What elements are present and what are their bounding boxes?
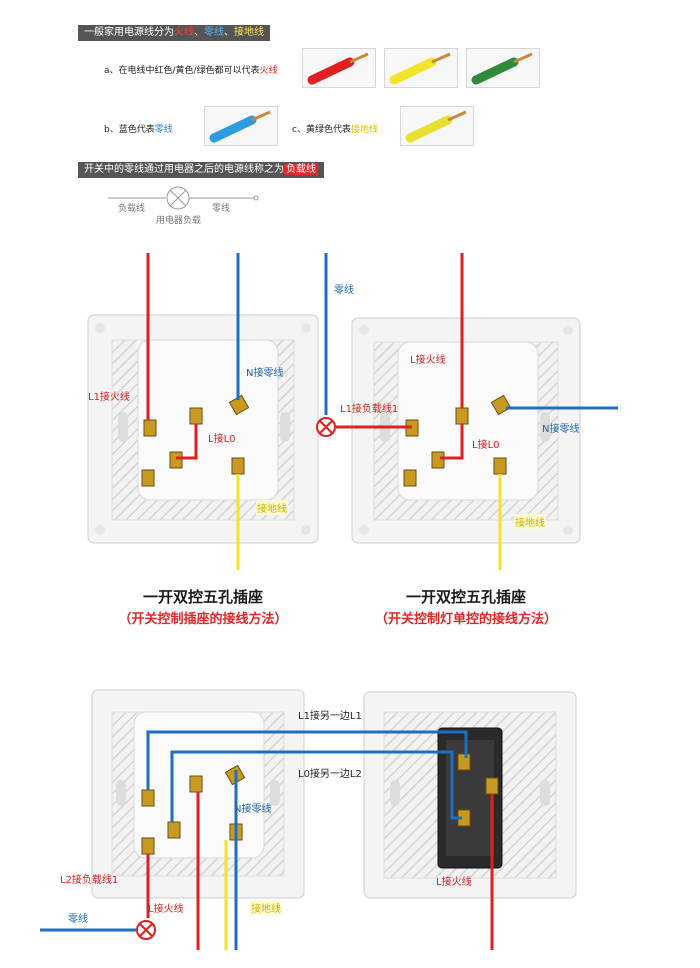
diagram2-wires <box>324 253 618 570</box>
d3-n-neutral-label: N接零线 <box>234 804 272 815</box>
header1-text: 一般家用电源线分为 <box>84 27 174 38</box>
wire-color-header: 一般家用电源线分为火线、零线、接地线 <box>78 25 270 41</box>
d2-subcaption: （开关控制灯单控的接线方法） <box>374 612 557 627</box>
yellow-green-wire-icon <box>405 110 467 143</box>
d1-subcaption: （开关控制插座的接线方法） <box>118 612 288 627</box>
d2-ground-label: 接地线 <box>514 514 546 529</box>
load-diagram-left-label: 负载线 <box>118 204 146 214</box>
red-wire-icon <box>307 52 369 85</box>
d1-n-neutral-label: N接零线 <box>246 368 284 379</box>
header1-sep2: 、 <box>224 27 234 38</box>
d1-l-l0-label: L接L0 <box>208 434 236 445</box>
note-a-text: a、在电线中红色/黄色/绿色都可以代表 <box>104 66 260 76</box>
d3-l0-other-label: L0接另一边L2 <box>298 769 362 780</box>
diagram2-terminals <box>403 394 512 487</box>
note-c-highlight: 接地线 <box>350 125 378 135</box>
yellow-wire-icon <box>389 52 451 85</box>
load-line-header: 开关中的零线通过用电器之后的电源线称之为负载线 <box>78 162 324 178</box>
diagram1-wires <box>146 253 240 570</box>
diagram3-lamp-icon <box>136 920 156 940</box>
d2-l1-load-label: L1接负载线1 <box>340 404 399 415</box>
header2-highlight: 负载线 <box>284 164 318 175</box>
d2-caption: 一开双控五孔插座 <box>405 588 526 606</box>
diagram2-lamp-icon <box>316 417 336 437</box>
header1-sep1: 、 <box>194 27 204 38</box>
note-c-text: c、黄绿色代表 <box>292 125 351 135</box>
note-b-text: b、蓝色代表 <box>104 125 155 135</box>
note-a: a、在电线中红色/黄色/绿色都可以代表火线 <box>104 63 278 76</box>
d2-l-live-label: L接火线 <box>410 355 446 366</box>
load-diagram-right-label: 零线 <box>212 204 231 214</box>
note-b: b、蓝色代表零线 <box>104 122 173 135</box>
header2-text: 开关中的零线通过用电器之后的电源线称之为 <box>84 164 284 175</box>
green-wire-icon <box>471 52 533 85</box>
d3-ground-label: 接地线 <box>250 900 282 915</box>
diagram3-switch-plate <box>363 691 577 899</box>
note-b-highlight: 零线 <box>154 125 173 135</box>
d3-l-live-label: L接火线 <box>148 904 184 915</box>
header1-live: 火线 <box>174 27 194 38</box>
load-diagram-bottom-label: 用电器负载 <box>156 216 202 226</box>
d3-neutral-label: 零线 <box>68 914 88 925</box>
d2-n-neutral-label: N接零线 <box>542 424 580 435</box>
blue-wire-icon <box>209 110 271 143</box>
diagram3-wires <box>40 730 494 950</box>
diagram1-terminals <box>141 394 250 487</box>
d3-l1-other-label: L1接另一边L1 <box>298 711 362 722</box>
d1-caption: 一开双控五孔插座 <box>142 588 263 606</box>
note-a-highlight: 火线 <box>259 66 278 76</box>
d2-l-l0-label: L接L0 <box>472 440 500 451</box>
header1-ground: 接地线 <box>234 27 264 38</box>
d3-l-live-right-label: L接火线 <box>436 877 472 888</box>
note-c: c、黄绿色代表接地线 <box>292 122 378 135</box>
d2-neutral-label: 零线 <box>334 285 354 296</box>
d3-l2-load-label: L2接负载线1 <box>60 875 119 886</box>
d1-ground-label: 接地线 <box>256 500 288 515</box>
load-diagram <box>108 186 259 210</box>
header1-neutral: 零线 <box>204 27 224 38</box>
d1-l1-live-label: L1接火线 <box>88 392 130 403</box>
